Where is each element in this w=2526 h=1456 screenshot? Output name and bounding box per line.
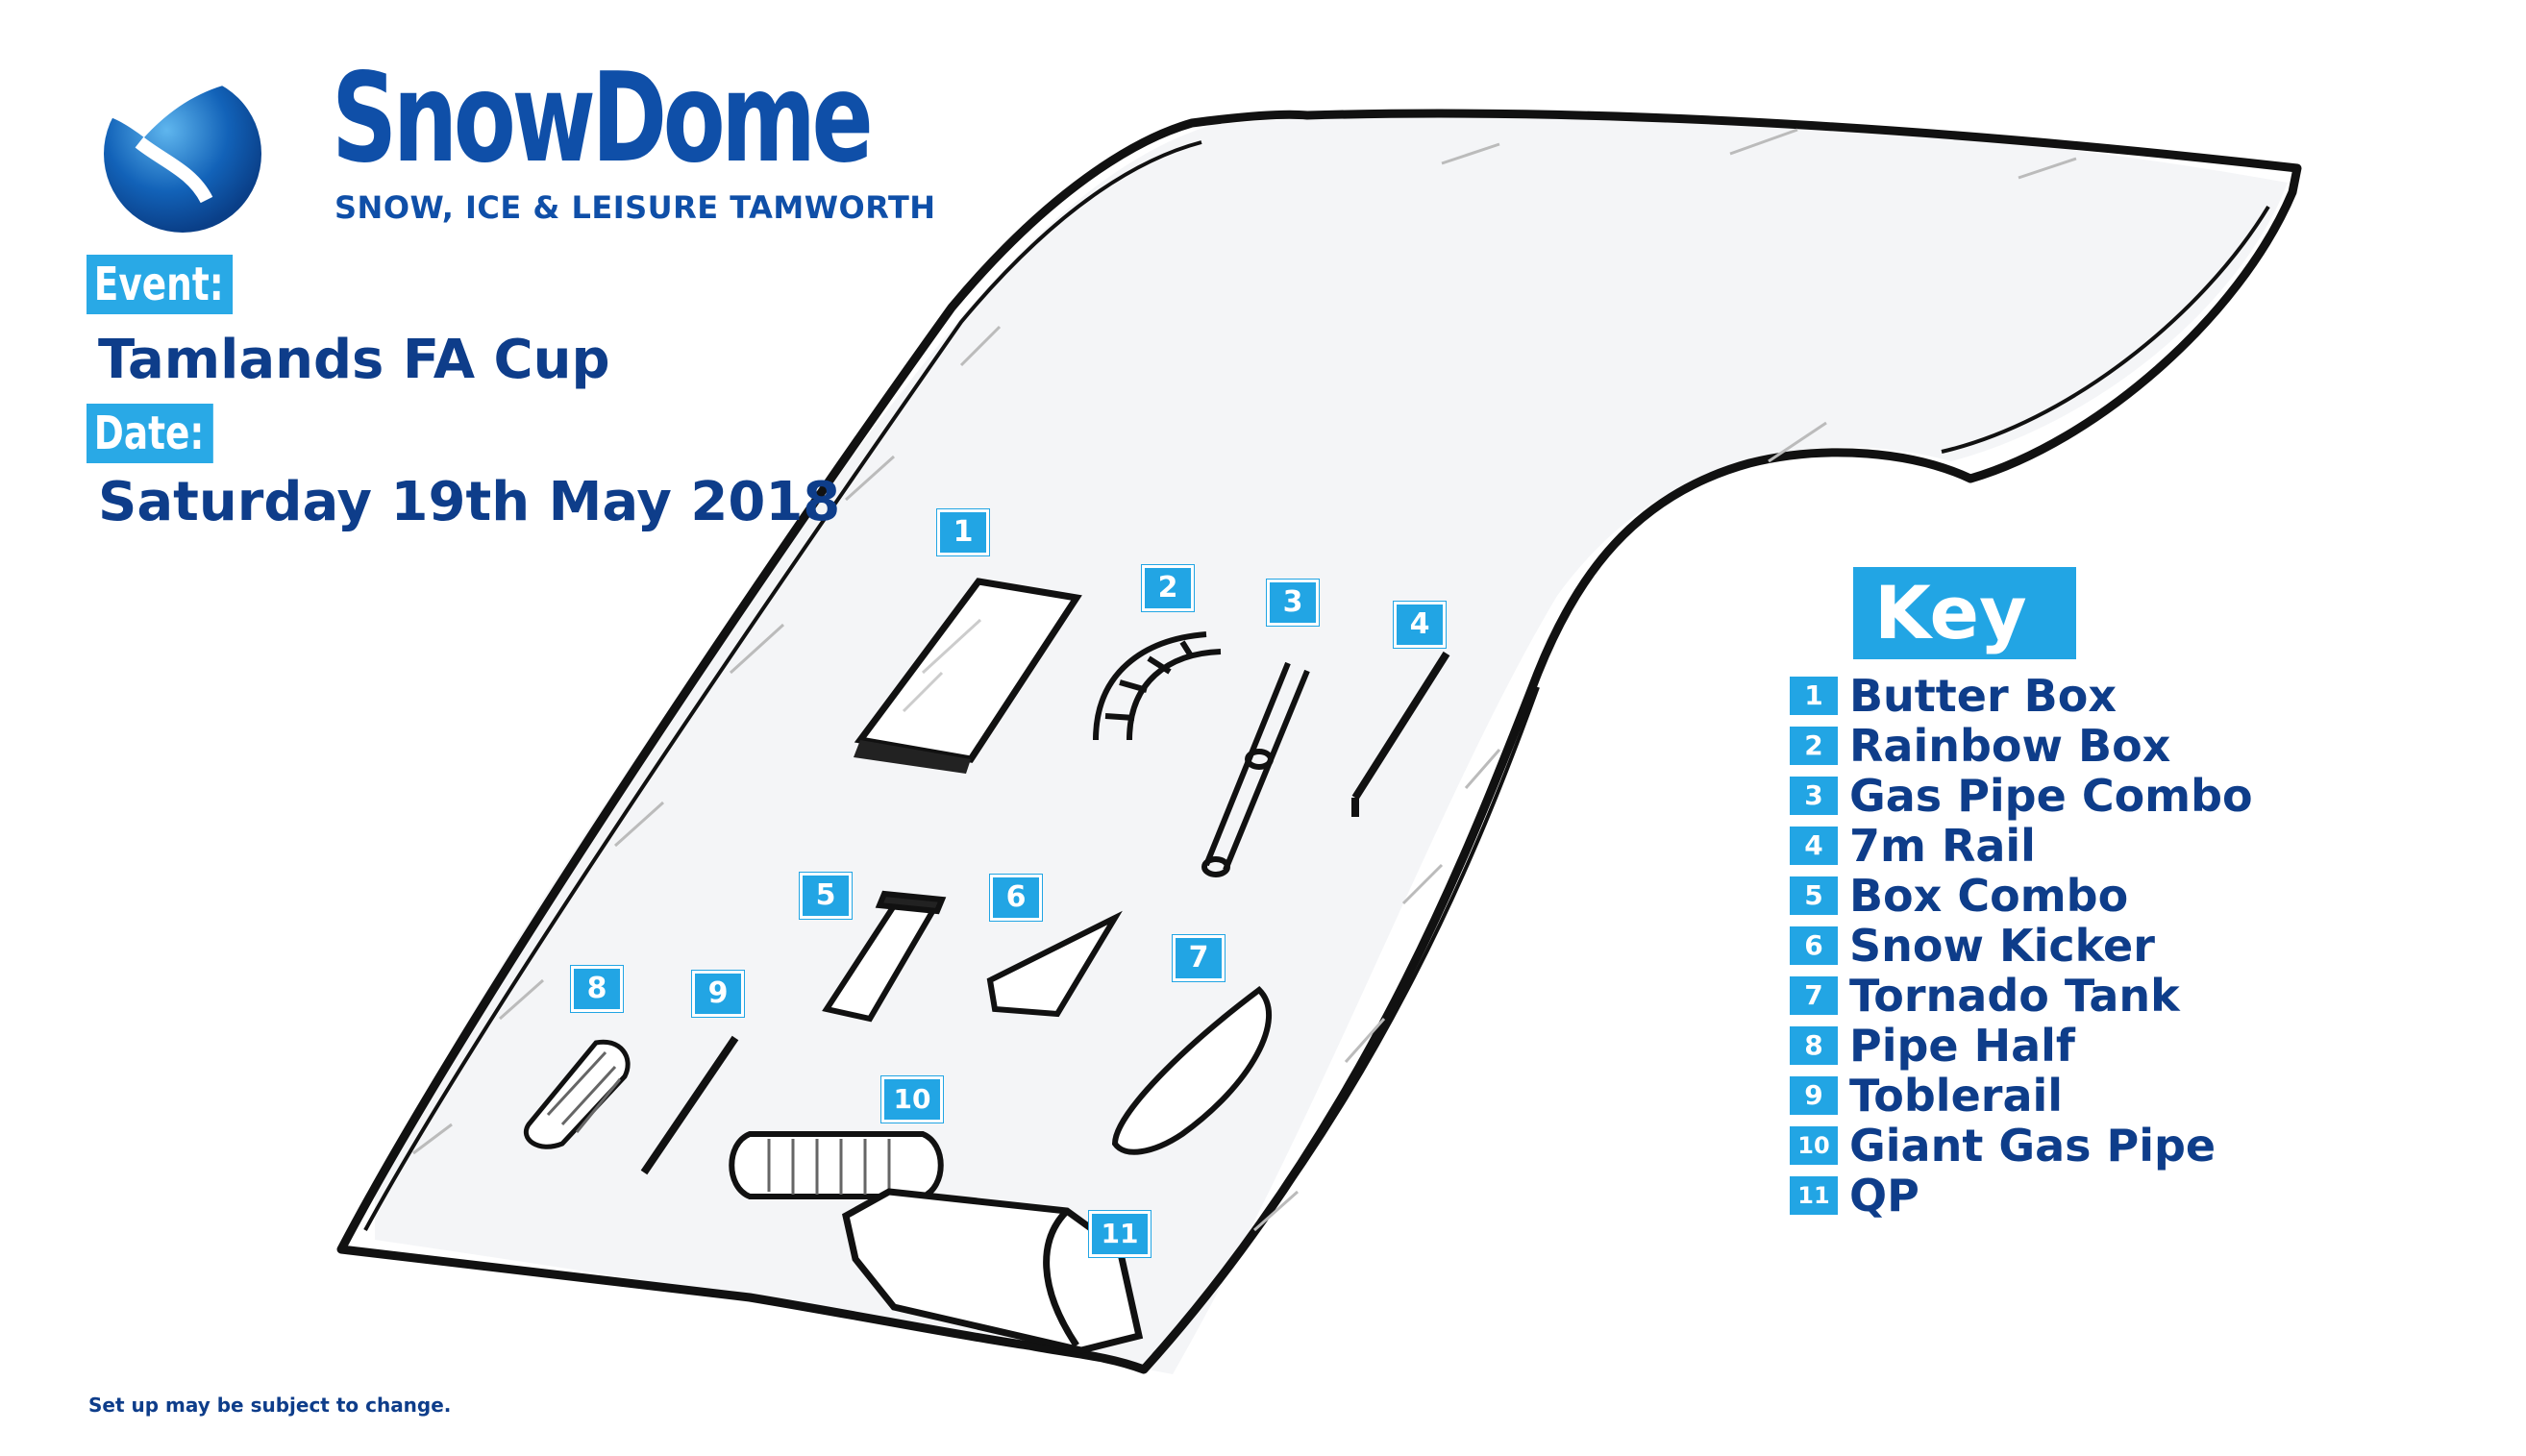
- key-item-number: 5: [1790, 876, 1838, 915]
- map-marker-7: 7: [1173, 935, 1225, 981]
- map-marker-4: 4: [1394, 602, 1446, 648]
- map-marker-1: 1: [937, 509, 989, 555]
- feature-gas-pipe-combo: [1201, 661, 1310, 877]
- event-label: Event:: [87, 255, 234, 314]
- key-item-number: 9: [1790, 1076, 1838, 1115]
- feature-tornado-tank: [1111, 986, 1272, 1155]
- feature-giant-gas-pipe: [729, 1131, 944, 1199]
- feature-rainbow-box: [1093, 631, 1222, 741]
- key-item-label: Box Combo: [1849, 870, 2129, 922]
- disclaimer-text: Set up may be subject to change.: [88, 1394, 452, 1417]
- logo-wordmark: SnowDome: [332, 47, 874, 190]
- slope-outline: [336, 109, 2302, 1374]
- feature-box-combo: [822, 890, 947, 1023]
- key-item-label: Toblerail: [1849, 1070, 2064, 1122]
- key-item-number: 7: [1790, 976, 1838, 1015]
- key-item-number: 6: [1790, 926, 1838, 965]
- key-item-label: Butter Box: [1849, 670, 2117, 722]
- key-title: Key: [1853, 567, 2076, 659]
- map-marker-8: 8: [571, 966, 623, 1012]
- map-marker-3: 3: [1267, 580, 1319, 626]
- date-value: Saturday 19th May 2018: [98, 471, 841, 533]
- feature-7m-rail: [1351, 651, 1450, 817]
- key-item-number: 1: [1790, 677, 1838, 715]
- feature-snow-kicker: [986, 910, 1123, 1018]
- key-item-label: Tornado Tank: [1849, 970, 2180, 1022]
- key-item-number: 4: [1790, 827, 1838, 865]
- feature-toblerail: [640, 1035, 739, 1175]
- snowdome-globe-icon: [96, 61, 308, 233]
- key-item-label: Pipe Half: [1849, 1020, 2075, 1072]
- key-item-number: 11: [1790, 1176, 1838, 1215]
- snowdome-logo: SnowDome SNOW, ICE & LEISURE TAMWORTH: [87, 46, 935, 238]
- feature-qp: [842, 1188, 1144, 1354]
- key-item-label: QP: [1849, 1170, 1919, 1222]
- key-item-number: 2: [1790, 727, 1838, 765]
- key-item-label: 7m Rail: [1849, 820, 2036, 872]
- key-item-number: 10: [1790, 1126, 1838, 1165]
- map-marker-5: 5: [800, 873, 852, 919]
- key-item-label: Gas Pipe Combo: [1849, 770, 2253, 822]
- map-marker-6: 6: [990, 875, 1042, 921]
- event-name: Tamlands FA Cup: [98, 329, 610, 391]
- map-marker-2: 2: [1142, 565, 1194, 611]
- key-item-label: Rainbow Box: [1849, 720, 2171, 772]
- feature-butter-box: [854, 578, 1082, 774]
- key-item-label: Giant Gas Pipe: [1849, 1120, 2216, 1172]
- date-label: Date:: [87, 404, 213, 463]
- map-marker-11: 11: [1089, 1211, 1151, 1257]
- key-item-number: 8: [1790, 1026, 1838, 1065]
- logo-tagline: SNOW, ICE & LEISURE TAMWORTH: [334, 189, 936, 226]
- feature-pipe-half: [524, 1039, 631, 1149]
- key-item-number: 3: [1790, 777, 1838, 815]
- map-marker-10: 10: [881, 1076, 943, 1123]
- map-marker-9: 9: [692, 971, 744, 1017]
- slope-shading: [375, 113, 2288, 1375]
- key-item-label: Snow Kicker: [1849, 920, 2155, 972]
